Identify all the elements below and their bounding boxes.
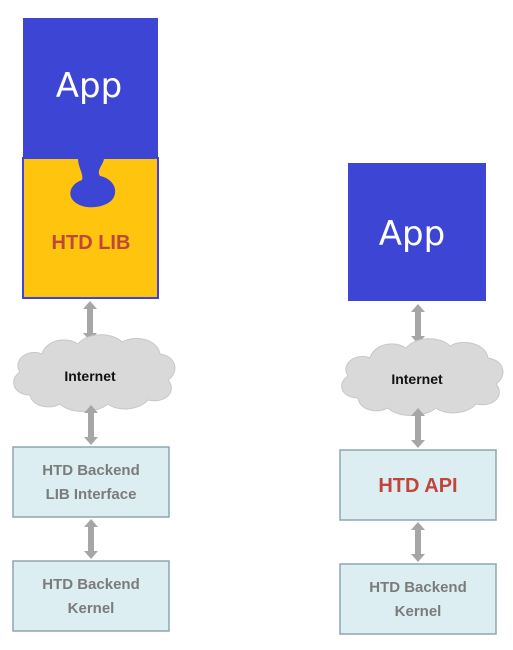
right-app-box: [348, 163, 486, 301]
left-column: App HTD LIB Internet HTD Backend LIB Int…: [12, 18, 176, 632]
right-kernel-box: [339, 563, 497, 635]
left-interface-block: HTD Backend LIB Interface: [12, 446, 170, 518]
left-lib-block: HTD LIB: [22, 157, 159, 299]
right-api-label: HTD API: [378, 475, 457, 497]
right-api-box: [339, 449, 497, 521]
left-kernel-block: HTD Backend Kernel: [12, 560, 170, 632]
right-app-block: App: [348, 163, 486, 301]
left-internet-cloud: Internet: [13, 334, 176, 412]
right-internet-cloud: Internet: [341, 338, 504, 416]
puzzle-notch-icon: [70, 158, 116, 208]
left-arrow-3-icon: [84, 519, 98, 559]
right-column: App Internet HTD API HTD Backend Kernel: [339, 163, 504, 635]
right-arrow-3-icon: [411, 522, 425, 562]
left-kernel-line1: HTD Backend: [42, 576, 140, 593]
right-app-label: App: [379, 214, 445, 254]
right-kernel-line2: Kernel: [395, 603, 442, 620]
left-interface-line1: HTD Backend: [42, 462, 140, 479]
left-app-label: App: [56, 66, 122, 106]
left-interface-box: [12, 446, 170, 518]
left-kernel-box: [12, 560, 170, 632]
right-arrow-2-icon: [411, 408, 425, 448]
left-lib-label: HTD LIB: [52, 232, 131, 254]
right-api-block: HTD API: [339, 449, 497, 521]
right-kernel-block: HTD Backend Kernel: [339, 563, 497, 635]
right-arrow-1-icon: [411, 304, 425, 344]
left-interface-line2: LIB Interface: [46, 486, 137, 503]
right-kernel-line1: HTD Backend: [369, 579, 467, 596]
left-kernel-line2: Kernel: [68, 600, 115, 617]
left-app-block: App: [23, 18, 158, 158]
left-arrow-2-icon: [84, 405, 98, 445]
right-internet-label: Internet: [391, 371, 443, 387]
left-app-box: [23, 18, 158, 158]
left-internet-label: Internet: [64, 368, 116, 384]
